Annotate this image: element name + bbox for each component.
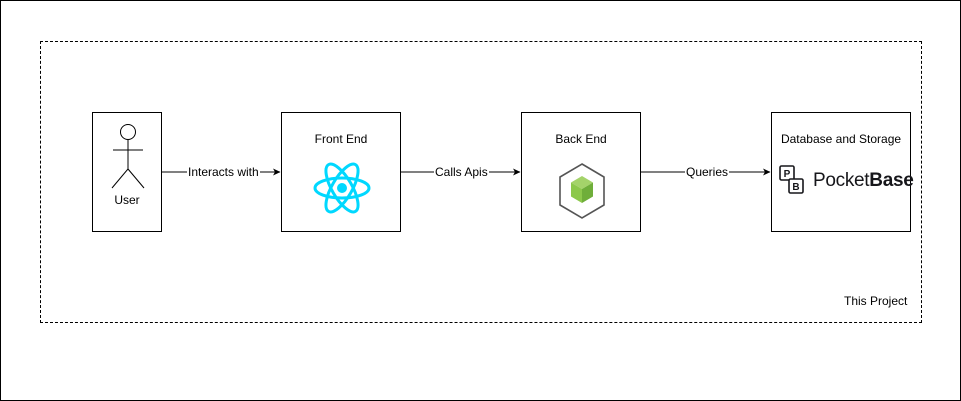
node-backend[interactable]: Back End <box>521 112 641 232</box>
node-user-label: User <box>114 193 140 207</box>
svg-text:P: P <box>784 169 791 180</box>
node-database-label: Database and Storage <box>780 132 902 146</box>
pocketbase-wordmark-regular: Pocket <box>813 170 870 191</box>
node-user[interactable]: User <box>92 112 162 232</box>
edge-label-queries: Queries <box>685 165 730 179</box>
svg-text:B: B <box>792 182 799 193</box>
project-boundary-label: This Project <box>844 294 908 308</box>
node-database[interactable]: Database and Storage P B PocketBase <box>771 112 914 232</box>
node-backend-label: Back End <box>555 132 607 146</box>
node-frontend[interactable]: Front End <box>281 112 401 232</box>
pocketbase-icon: P B <box>779 165 804 194</box>
node-frontend-label: Front End <box>314 132 368 146</box>
pocketbase-wordmark: PocketBase <box>813 170 914 192</box>
user-icon <box>111 124 145 189</box>
pocketbase-wordmark-bold: Base <box>869 170 914 191</box>
project-boundary <box>40 41 922 323</box>
react-icon <box>313 162 371 214</box>
edge-label-interacts-with: Interacts with <box>187 165 260 179</box>
edge-label-calls-apis: Calls Apis <box>434 165 489 179</box>
nodejs-hexagon-icon <box>559 163 605 219</box>
